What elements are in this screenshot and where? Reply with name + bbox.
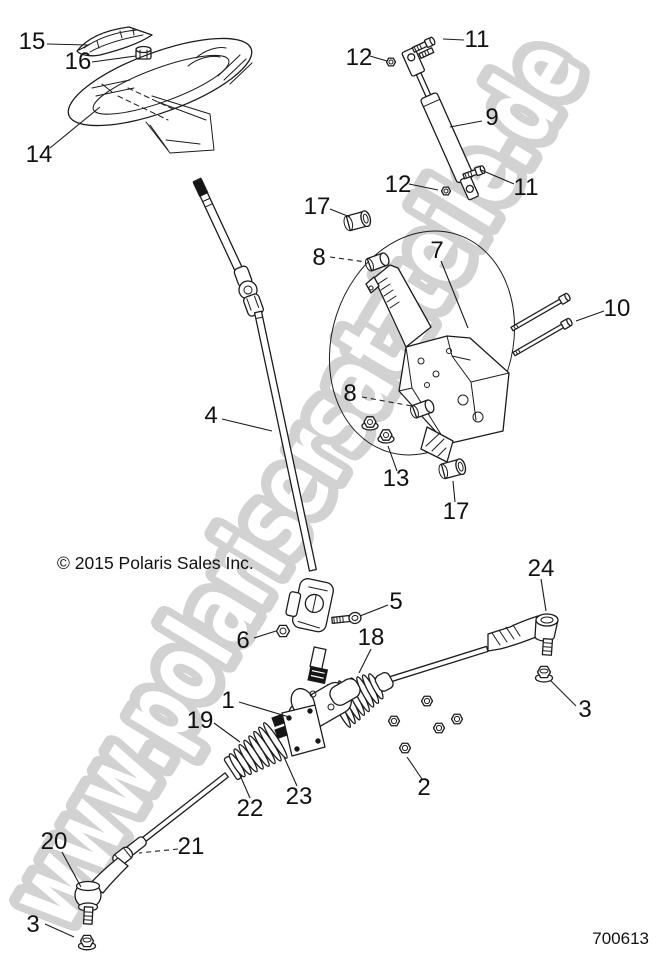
bushing-8-bottom-drawing — [410, 399, 435, 419]
rack-nuts-drawing — [389, 696, 463, 753]
steering-shaft-drawing — [192, 177, 317, 572]
tie-rod-end-left-drawing — [74, 857, 129, 925]
mount-plate-drawing — [271, 704, 326, 757]
nut-3-right-drawing — [536, 666, 553, 683]
detail-circle — [328, 230, 516, 456]
copyright-text: © 2015 Polaris Sales Inc. — [57, 553, 254, 573]
tie-rod-end-right-drawing — [487, 613, 559, 656]
rack-pinion-drawing — [112, 645, 489, 867]
bolt-10b-drawing — [512, 317, 573, 357]
steering-wheel-cover-drawing — [76, 26, 153, 57]
damper-bolt-bottom-drawing — [462, 165, 486, 180]
leader-lines — [44, 38, 605, 938]
part-number-text: 700613 — [592, 929, 649, 948]
wheel-nut-drawing — [135, 45, 152, 60]
mount-bracket-drawing — [365, 264, 510, 463]
steering-damper-drawing — [401, 47, 479, 201]
pinch-bolt-drawing — [331, 611, 362, 625]
damper-pin-drawing — [418, 47, 435, 59]
damper-nut-bottom-drawing — [442, 187, 451, 195]
damper-bolt-top-drawing — [411, 36, 436, 53]
pinch-nut-drawing — [277, 625, 290, 636]
bolt-10a-drawing — [510, 292, 571, 332]
watermark-text: www.polarisersatzteile.de — [0, 19, 606, 945]
nut-13-drawing — [362, 417, 394, 443]
nut-3-left-drawing — [79, 935, 96, 949]
watermark: www.polarisersatzteile.de — [0, 8, 617, 956]
lower-u-joint-drawing — [285, 578, 334, 633]
bushing-17-bottom-drawing — [438, 458, 467, 480]
bellows-left-drawing — [223, 722, 288, 781]
steering-wheel-drawing — [67, 37, 253, 154]
bushing-17-top-drawing — [343, 210, 372, 232]
damper-nut-top-drawing — [387, 58, 396, 66]
bushing-8-top-drawing — [365, 252, 390, 272]
upper-u-joint-drawing — [233, 265, 264, 317]
